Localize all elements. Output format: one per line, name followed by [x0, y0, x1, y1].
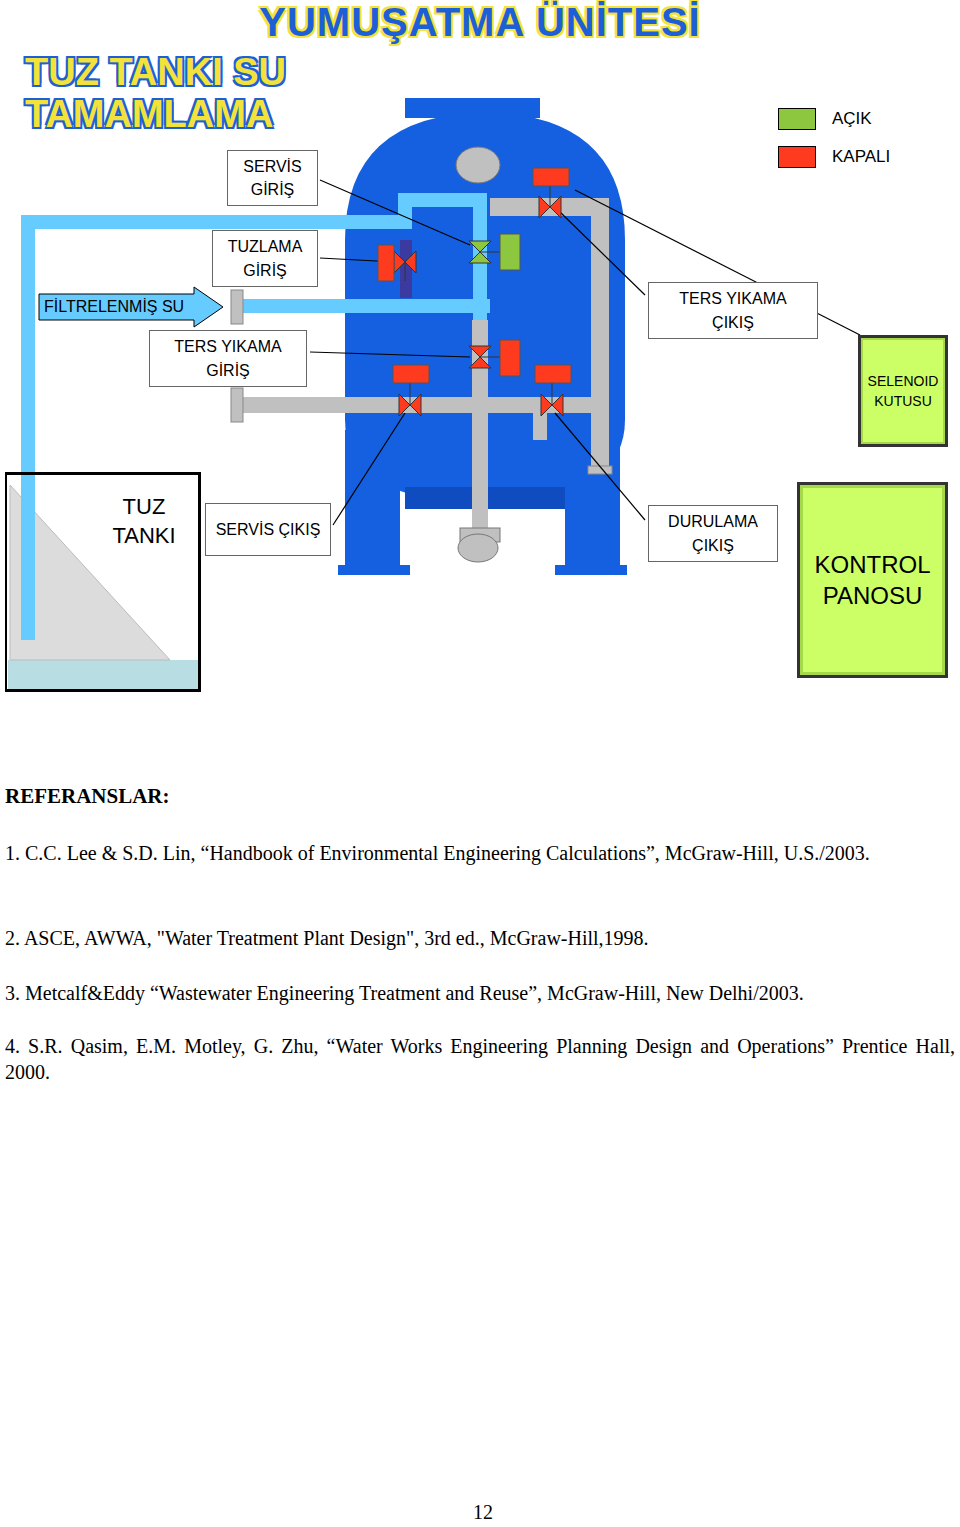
section-heading: REFERANSLAR: [5, 784, 170, 808]
valve-stem [552, 383, 553, 405]
vent-head [456, 147, 500, 183]
valve-actuator [500, 340, 520, 376]
valve-actuator [535, 365, 571, 383]
valve-stem [480, 357, 500, 358]
salt-tank: TUZ TANKI [5, 472, 201, 692]
valve [469, 252, 491, 263]
valve-actuator [378, 245, 394, 281]
leader-line [333, 413, 405, 525]
node-text: DURULAMA ÇIKIŞ [654, 510, 772, 556]
vessel-foot [555, 565, 627, 575]
valve [405, 251, 416, 273]
legend-item: AÇIK [778, 108, 872, 130]
arrow-shape [39, 287, 223, 327]
node-text: TERS YIKAMA GİRİŞ [158, 335, 298, 381]
leader-line [555, 413, 645, 520]
valve-actuator [533, 168, 569, 186]
flange [231, 290, 243, 324]
valve-stem [550, 186, 551, 207]
legend-text: AÇIK [832, 109, 872, 129]
reference: 1. C.C. Lee & S.D. Lin, “Handbook of Env… [5, 842, 870, 864]
flange [231, 388, 243, 422]
valve-actuator [393, 365, 429, 383]
node-text: FİLTRELENMİŞ SU [44, 295, 184, 318]
valve [539, 196, 550, 218]
node-text: TUZ TANKI [104, 493, 184, 550]
node-text: TERS YIKAMA ÇIKIŞ [663, 287, 803, 333]
node-text: KONTROL PANOSU [808, 549, 938, 611]
label-box: DURULAMA ÇIKIŞ [648, 505, 778, 562]
valve [469, 346, 491, 357]
valve-stem [405, 262, 406, 281]
diagram-title: YUMUŞATMA ÜNİTESİ [259, 0, 700, 44]
leader-line [310, 352, 470, 357]
brine-pipe [28, 200, 480, 640]
inlet-arrow: FİLTRELENMİŞ SU [38, 286, 224, 328]
vessel-top-flange [405, 98, 540, 118]
node-text: TUZLAMA GİRİŞ [218, 235, 313, 281]
pipe-stub [400, 240, 412, 298]
reference: 2. ASCE, AWWA, "Water Treatment Plant De… [5, 927, 649, 949]
label-box: TERS YIKAMA ÇIKIŞ [648, 282, 818, 339]
control-panel: KONTROL PANOSU [797, 482, 948, 678]
valve [552, 394, 563, 416]
brining-pipe [240, 299, 490, 313]
valve [541, 394, 552, 416]
reference: 3. Metcalf&Eddy “Wastewater Engineering … [5, 982, 804, 1004]
label-box: TUZLAMA GİRİŞ [212, 230, 318, 287]
valve [550, 196, 561, 218]
label-box: TERS YIKAMA GİRİŞ [149, 330, 307, 387]
vessel-foot [338, 565, 410, 575]
node-text: SERVİS GİRİŞ [233, 155, 313, 201]
solenoid-box: SELENOID KUTUSU [858, 335, 948, 447]
node-text: SERVİS ÇIKIŞ [216, 518, 321, 541]
brine-water [8, 660, 198, 690]
reference: 4. S.R. Qasim, E.M. Motley, G. Zhu, “Wat… [5, 1035, 955, 1083]
valve [410, 394, 421, 416]
valve-stem [410, 383, 411, 405]
legend-swatch [778, 108, 816, 130]
legend-swatch [778, 146, 816, 168]
subtitle: TUZ TANKI SU TAMAMLAMA [25, 51, 286, 135]
valve [394, 251, 405, 273]
label-box: SERVİS ÇIKIŞ [205, 503, 331, 556]
valve [469, 241, 491, 252]
drain [458, 534, 498, 562]
leader-line [320, 180, 470, 245]
node-text: SELENOID KUTUSU [861, 371, 945, 412]
legend-item: KAPALI [778, 146, 890, 168]
page-number: 12 [473, 1501, 493, 1523]
backwash-out-pipe [490, 207, 600, 470]
valve-stem [480, 252, 500, 253]
legend-text: KAPALI [832, 147, 890, 167]
valve [399, 394, 410, 416]
leader-line [560, 212, 645, 295]
label-box: SERVİS GİRİŞ [227, 150, 318, 206]
valve [469, 357, 491, 368]
valve-actuator [500, 234, 520, 270]
